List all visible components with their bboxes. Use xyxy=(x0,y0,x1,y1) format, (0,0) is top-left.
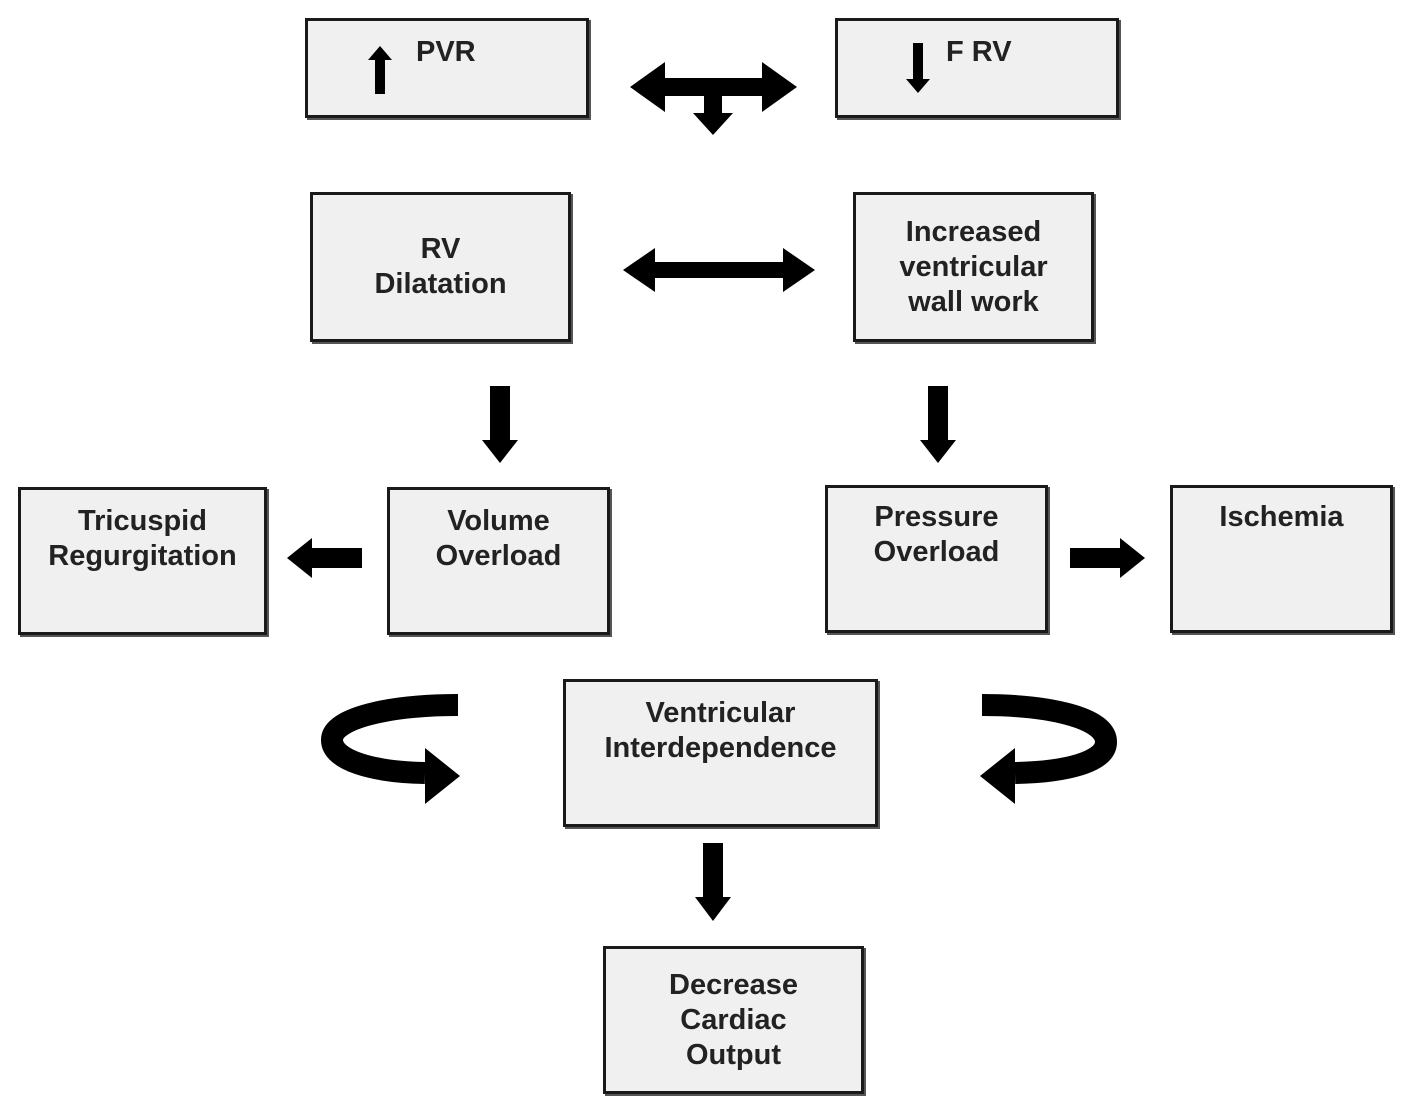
right-arrow-icon xyxy=(1070,538,1145,578)
ventricular-interdependence-line-2: Interdependence xyxy=(604,732,837,764)
middle-double-arrow-icon xyxy=(623,248,815,292)
decrease-cardiac-output-box: Decrease Cardiac Output xyxy=(603,946,864,1094)
rv-dilatation-line-1: RV xyxy=(420,233,461,265)
tricuspid-regurgitation-line-1: Tricuspid xyxy=(78,505,207,537)
pvr-box: PVR xyxy=(305,18,589,118)
pressure-overload-line-2: Overload xyxy=(873,536,1000,568)
increased-wall-work-line-2: ventricular xyxy=(899,250,1048,283)
increased-wall-work-line-1: Increased xyxy=(905,215,1042,248)
down-arrow-icon xyxy=(482,386,518,463)
tricuspid-regurgitation-box: Tricuspid Regurgitation xyxy=(18,487,267,635)
tricuspid-regurgitation-line-2: Regurgitation xyxy=(48,540,237,572)
top-double-arrow-with-branch-icon xyxy=(630,62,797,135)
ventricular-interdependence-line-1: Ventricular xyxy=(645,697,796,729)
pressure-overload-line-1: Pressure xyxy=(874,501,999,533)
pvr-label: PVR xyxy=(416,36,476,68)
curved-cycle-arrow-icon xyxy=(320,694,460,804)
ischemia-line-1: Ischemia xyxy=(1219,501,1344,533)
increase-arrow-icon xyxy=(368,46,392,94)
volume-overload-line-2: Overload xyxy=(435,540,562,572)
down-arrow-icon xyxy=(695,843,731,921)
decrease-cardiac-output-line-2: Cardiac xyxy=(680,1003,787,1036)
rv-dilatation-line-2: Dilatation xyxy=(374,268,507,300)
frv-label: F RV xyxy=(946,36,1012,68)
frv-box: F RV xyxy=(835,18,1119,118)
increased-wall-work-box: Increased ventricular wall work xyxy=(853,192,1094,342)
rv-dilatation-box: RV Dilatation xyxy=(310,192,571,342)
decrease-arrow-icon xyxy=(906,43,930,93)
volume-overload-box: Volume Overload xyxy=(387,487,610,635)
decrease-cardiac-output-line-3: Output xyxy=(685,1038,781,1071)
volume-overload-line-1: Volume xyxy=(447,505,550,537)
ischemia-box: Ischemia xyxy=(1170,485,1393,633)
down-arrow-icon xyxy=(920,386,956,463)
curved-cycle-arrow-icon xyxy=(980,694,1118,804)
ventricular-interdependence-box: Ventricular Interdependence xyxy=(563,679,878,827)
decrease-cardiac-output-line-1: Decrease xyxy=(669,968,798,1001)
left-arrow-icon xyxy=(287,538,362,578)
pressure-overload-box: Pressure Overload xyxy=(825,485,1048,633)
increased-wall-work-line-3: wall work xyxy=(908,285,1039,318)
